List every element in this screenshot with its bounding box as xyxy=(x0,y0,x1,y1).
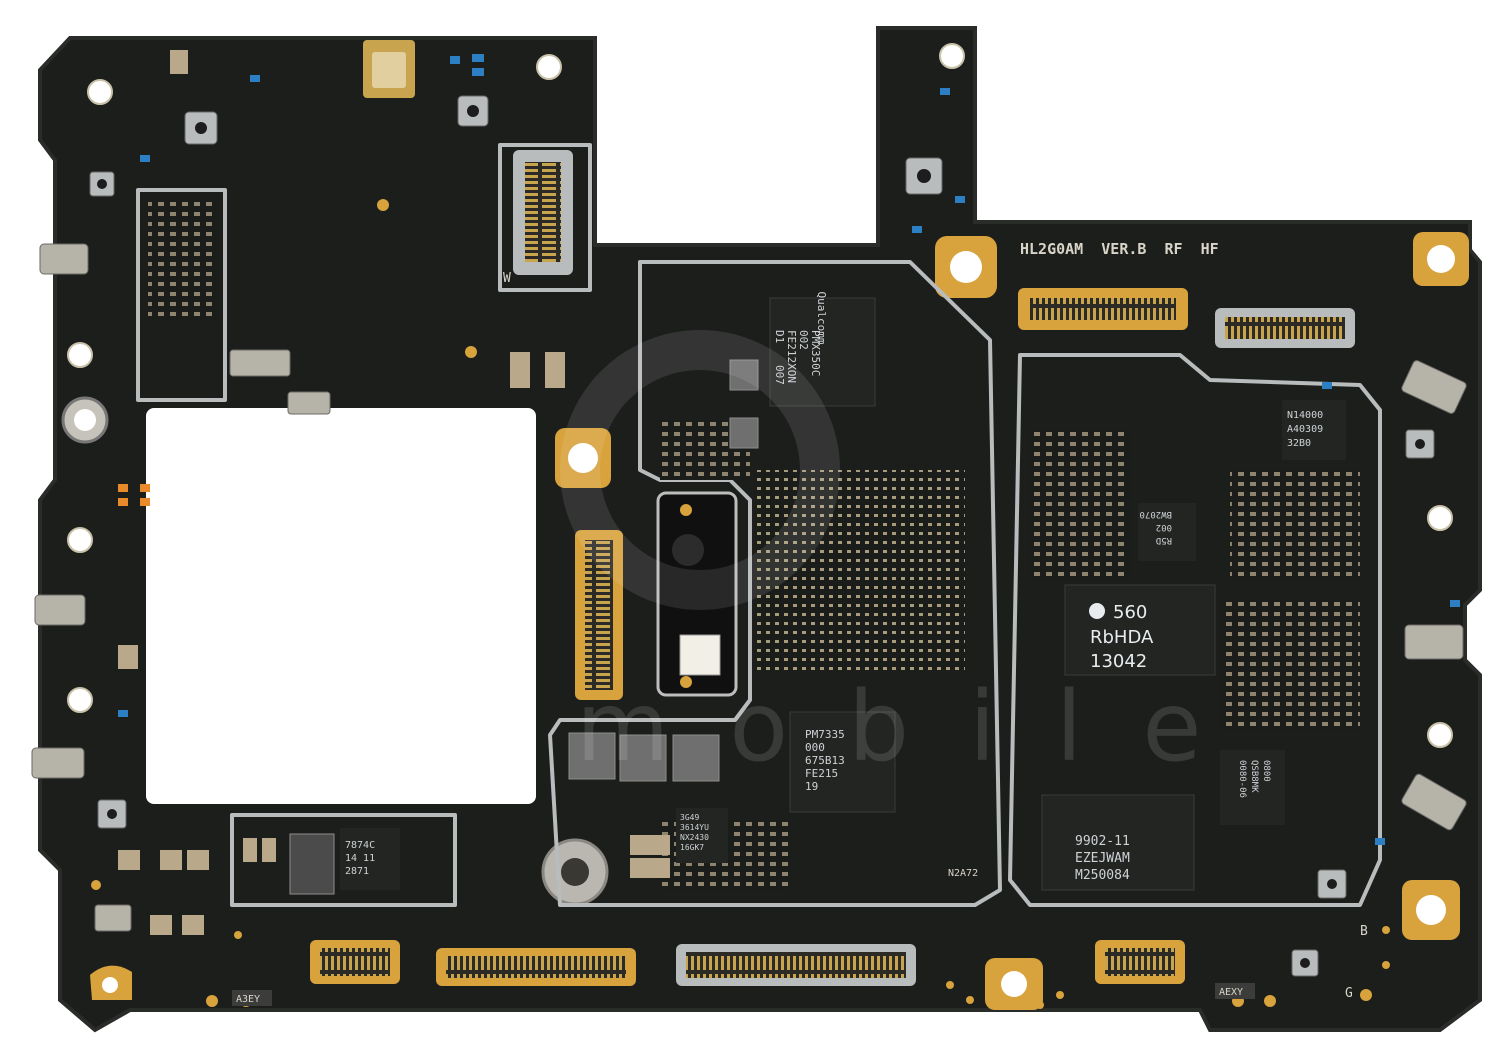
board-revision-silk: HL2G0AM VER.B RF HF xyxy=(1020,240,1219,258)
memory-line3: M250084 xyxy=(1075,868,1130,883)
chip-small-low xyxy=(676,808,728,863)
chip-pmic-secondary xyxy=(789,711,896,813)
ic-mid-line3: R5D xyxy=(1156,535,1172,545)
passive-field-right2 xyxy=(1230,470,1360,580)
ic-right-line3: 32B0 xyxy=(1287,438,1311,449)
ic-low-line2: 3614YU xyxy=(680,823,709,832)
silk-code-a3ey: A3EY xyxy=(236,994,260,1005)
ic-lowleft-line1: 7874C xyxy=(345,840,375,851)
ic-low-line1: 3G49 xyxy=(680,813,699,822)
shield-frames xyxy=(136,143,1382,907)
pmic-main-line1: Qualcomm xyxy=(815,292,828,345)
silk-label-b: B xyxy=(1360,924,1368,939)
inner-port-dots xyxy=(97,105,1425,968)
pmic-main-line6: 007 xyxy=(773,365,786,385)
pmic-sec-line4: FE215 xyxy=(805,767,838,780)
silk-label-w: W xyxy=(503,271,511,286)
ic-low-line3: NX2430 xyxy=(680,833,709,842)
pmic-sec-line3: 675B13 xyxy=(805,754,845,767)
memory-line1: 9902-11 xyxy=(1075,834,1130,849)
chip-small-lowleft xyxy=(340,828,400,890)
ic-low-line4: 16GK7 xyxy=(680,843,704,852)
chip-small-rightlow xyxy=(1220,750,1285,825)
pmic-sec-line1: PM7335 xyxy=(805,728,845,741)
chip-pmic-main xyxy=(769,297,876,407)
camera-cutout xyxy=(146,408,536,804)
ic-right-line2: A40309 xyxy=(1287,424,1323,435)
side-contacts xyxy=(31,243,1467,932)
rf-line1: 560 xyxy=(1113,602,1147,623)
pmic-main-line3: 002 xyxy=(797,330,810,350)
pmic-main-line5: D1 xyxy=(773,330,786,343)
pmic-sec-line5: 19 xyxy=(805,780,818,793)
chip-small-right xyxy=(1282,400,1346,460)
gold-mount-pads xyxy=(90,232,1469,1010)
chip-markings: Qualcomm PMX350C 002 FE212XON D1 007 PM7… xyxy=(345,292,1323,883)
pmic-main-line4: FE212XON xyxy=(785,330,798,383)
ic-lowleft-line3: 2871 xyxy=(345,866,369,877)
ic-mid-line2: 002 xyxy=(1156,522,1172,532)
silk-label-g: G xyxy=(1345,986,1353,1001)
ic-rightlow-line1: 0080-06 xyxy=(1237,760,1247,798)
pmic-main-line2: PMX350C xyxy=(809,330,822,376)
rf-line3: 13042 xyxy=(1090,651,1147,672)
inductors xyxy=(289,359,759,895)
silk-code-n2a72: N2A72 xyxy=(948,868,978,879)
chip-memory xyxy=(1041,794,1195,891)
orange-pads xyxy=(118,484,150,506)
pmic-sec-line2: 000 xyxy=(805,741,825,754)
ic-right-line1: N14000 xyxy=(1287,410,1323,421)
chip-small-mid xyxy=(1138,503,1196,561)
passive-field-right xyxy=(1030,430,1130,580)
chip-rf-transceiver xyxy=(1064,584,1216,676)
tan-components xyxy=(118,50,670,935)
ic-rightlow-line3: 0800 xyxy=(1261,760,1271,782)
board-connectors xyxy=(310,150,1355,986)
ic-lowleft-line2: 14 11 xyxy=(345,853,375,864)
passive-field-lower-right xyxy=(1220,600,1360,730)
rf-logo-mark xyxy=(1089,603,1105,619)
watermark-ring xyxy=(560,330,840,610)
passive-field-left xyxy=(148,200,218,320)
memory-line2: EZEJWAM xyxy=(1075,851,1130,866)
rf-line2: RbHDA xyxy=(1090,627,1154,648)
mounting-holes xyxy=(67,43,1453,748)
blue-caps xyxy=(118,54,1460,845)
ic-mid-line1: BW2070 xyxy=(1139,509,1172,519)
watermark-text: ictomobile xyxy=(160,671,1261,783)
ic-rightlow-line2: QSB8MK xyxy=(1249,760,1259,793)
silk-code-aexy: AEXY xyxy=(1219,987,1243,998)
passive-field-center xyxy=(755,470,965,670)
